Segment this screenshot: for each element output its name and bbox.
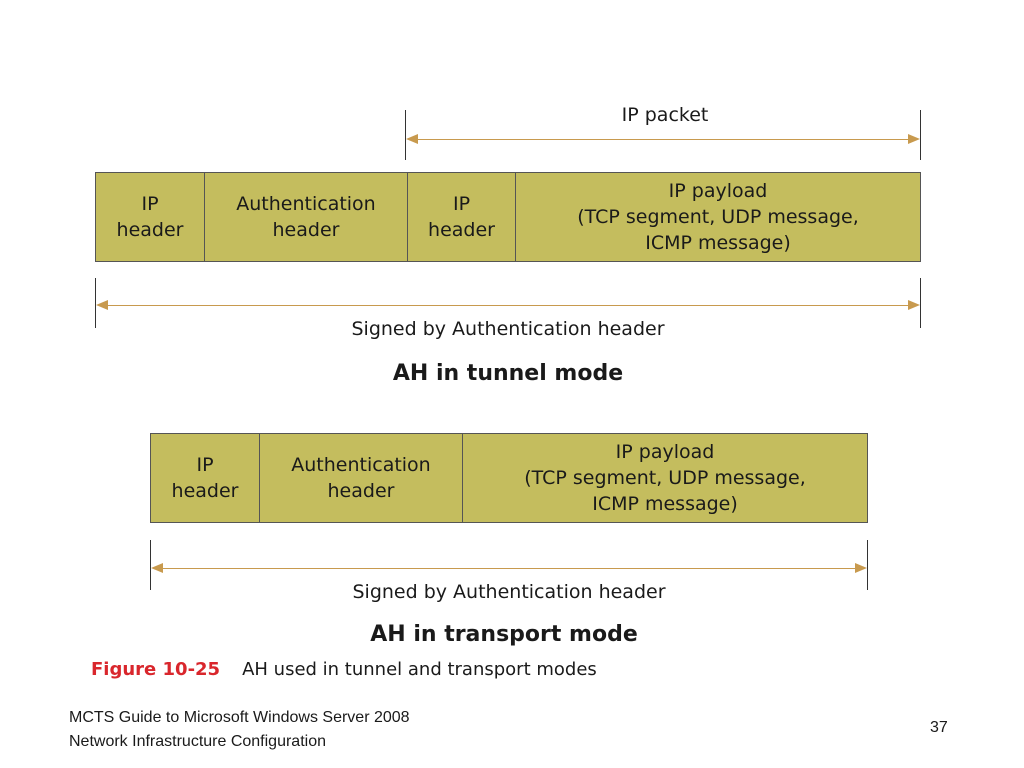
tunnel-outer-ip-header: IP header [96, 173, 205, 261]
ip-packet-arrowhead-left [406, 134, 418, 144]
page-number: 37 [930, 719, 948, 736]
transport-signed-arrowhead-right [855, 563, 867, 573]
transport-signed-label: Signed by Authentication header [352, 581, 666, 603]
figure-number: Figure 10-25 [91, 659, 221, 680]
transport-signed-tick-left [150, 540, 151, 590]
tunnel-signed-arrowhead-left [96, 300, 108, 310]
figure-caption-text: AH used in tunnel and transport modes [242, 659, 597, 680]
ip-packet-tick-left [405, 110, 406, 160]
transport-authentication-header: Authentication header [260, 434, 463, 522]
footer-line-2: Network Infrastructure Configuration [69, 733, 326, 750]
tunnel-signed-label: Signed by Authentication header [351, 318, 665, 340]
tunnel-signed-tick-right [920, 278, 921, 328]
transport-ip-header: IP header [151, 434, 260, 522]
tunnel-ip-payload: IP payload (TCP segment, UDP message, IC… [577, 180, 859, 254]
tunnel-authentication-header: Authentication header [205, 173, 408, 261]
ip-packet-arrow [410, 139, 916, 140]
transport-signed-arrow [155, 568, 863, 569]
transport-packet: IP header Authentication header IP paylo… [150, 433, 868, 523]
tunnel-signed-arrowhead-right [908, 300, 920, 310]
transport-ip-payload: IP payload (TCP segment, UDP message, IC… [524, 441, 806, 515]
ip-packet-tick-right [920, 110, 921, 160]
transport-signed-arrowhead-left [151, 563, 163, 573]
tunnel-signed-tick-left [95, 278, 96, 328]
tunnel-mode-title: AH in tunnel mode [392, 361, 624, 386]
tunnel-packet: IP header Authentication header IP heade… [95, 172, 921, 262]
tunnel-inner-ip-header: IP header [408, 173, 516, 261]
transport-signed-tick-right [867, 540, 868, 590]
tunnel-signed-arrow [100, 305, 916, 306]
footer-line-1: MCTS Guide to Microsoft Windows Server 2… [69, 709, 410, 726]
transport-mode-title: AH in transport mode [370, 622, 638, 647]
ip-packet-label: IP packet [621, 104, 709, 126]
ip-packet-arrowhead-right [908, 134, 920, 144]
figure-caption: Figure 10-25 AH used in tunnel and transp… [91, 659, 597, 680]
slide-footer: MCTS Guide to Microsoft Windows Server 2… [69, 706, 410, 754]
